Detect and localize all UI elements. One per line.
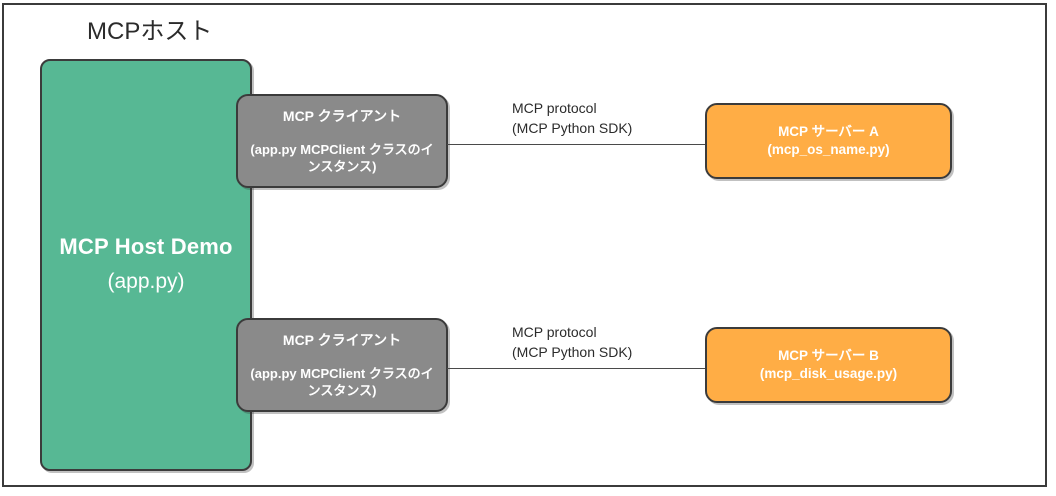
connector-label-a: MCP protocol (MCP Python SDK) bbox=[512, 98, 632, 138]
mcp-host-title: MCPホスト bbox=[87, 18, 213, 45]
connector-label-b: MCP protocol (MCP Python SDK) bbox=[512, 322, 632, 362]
node-mcp-client-b[interactable]: MCP クライアント (app.py MCPClient クラスのインスタンス) bbox=[236, 318, 448, 412]
host-app-name: MCP Host Demo bbox=[59, 234, 233, 259]
server-a-file: (mcp_os_name.py) bbox=[767, 142, 890, 157]
connector-line-b bbox=[447, 368, 706, 369]
server-b-title: MCP サーバー B bbox=[778, 348, 879, 363]
connector-b-protocol: MCP protocol bbox=[512, 324, 597, 340]
node-mcp-client-a[interactable]: MCP クライアント (app.py MCPClient クラスのインスタンス) bbox=[236, 94, 448, 188]
client-b-title: MCP クライアント bbox=[282, 332, 402, 348]
node-mcp-server-b[interactable]: MCP サーバー B (mcp_disk_usage.py) bbox=[705, 327, 952, 403]
client-a-title: MCP クライアント bbox=[282, 108, 402, 124]
node-mcp-host-demo[interactable]: MCP Host Demo (app.py) bbox=[40, 59, 252, 471]
connector-a-protocol: MCP protocol bbox=[512, 100, 597, 116]
host-app-file: (app.py) bbox=[107, 270, 185, 293]
client-a-subtitle: (app.py MCPClient クラスのインスタンス) bbox=[250, 142, 434, 174]
connector-b-sdk: (MCP Python SDK) bbox=[512, 344, 633, 360]
node-mcp-server-a[interactable]: MCP サーバー A (mcp_os_name.py) bbox=[705, 103, 952, 179]
connector-a-sdk: (MCP Python SDK) bbox=[512, 120, 633, 136]
server-a-title: MCP サーバー A bbox=[778, 124, 879, 139]
client-b-subtitle: (app.py MCPClient クラスのインスタンス) bbox=[250, 366, 434, 398]
server-b-file: (mcp_disk_usage.py) bbox=[759, 366, 898, 381]
connector-line-a bbox=[447, 144, 706, 145]
